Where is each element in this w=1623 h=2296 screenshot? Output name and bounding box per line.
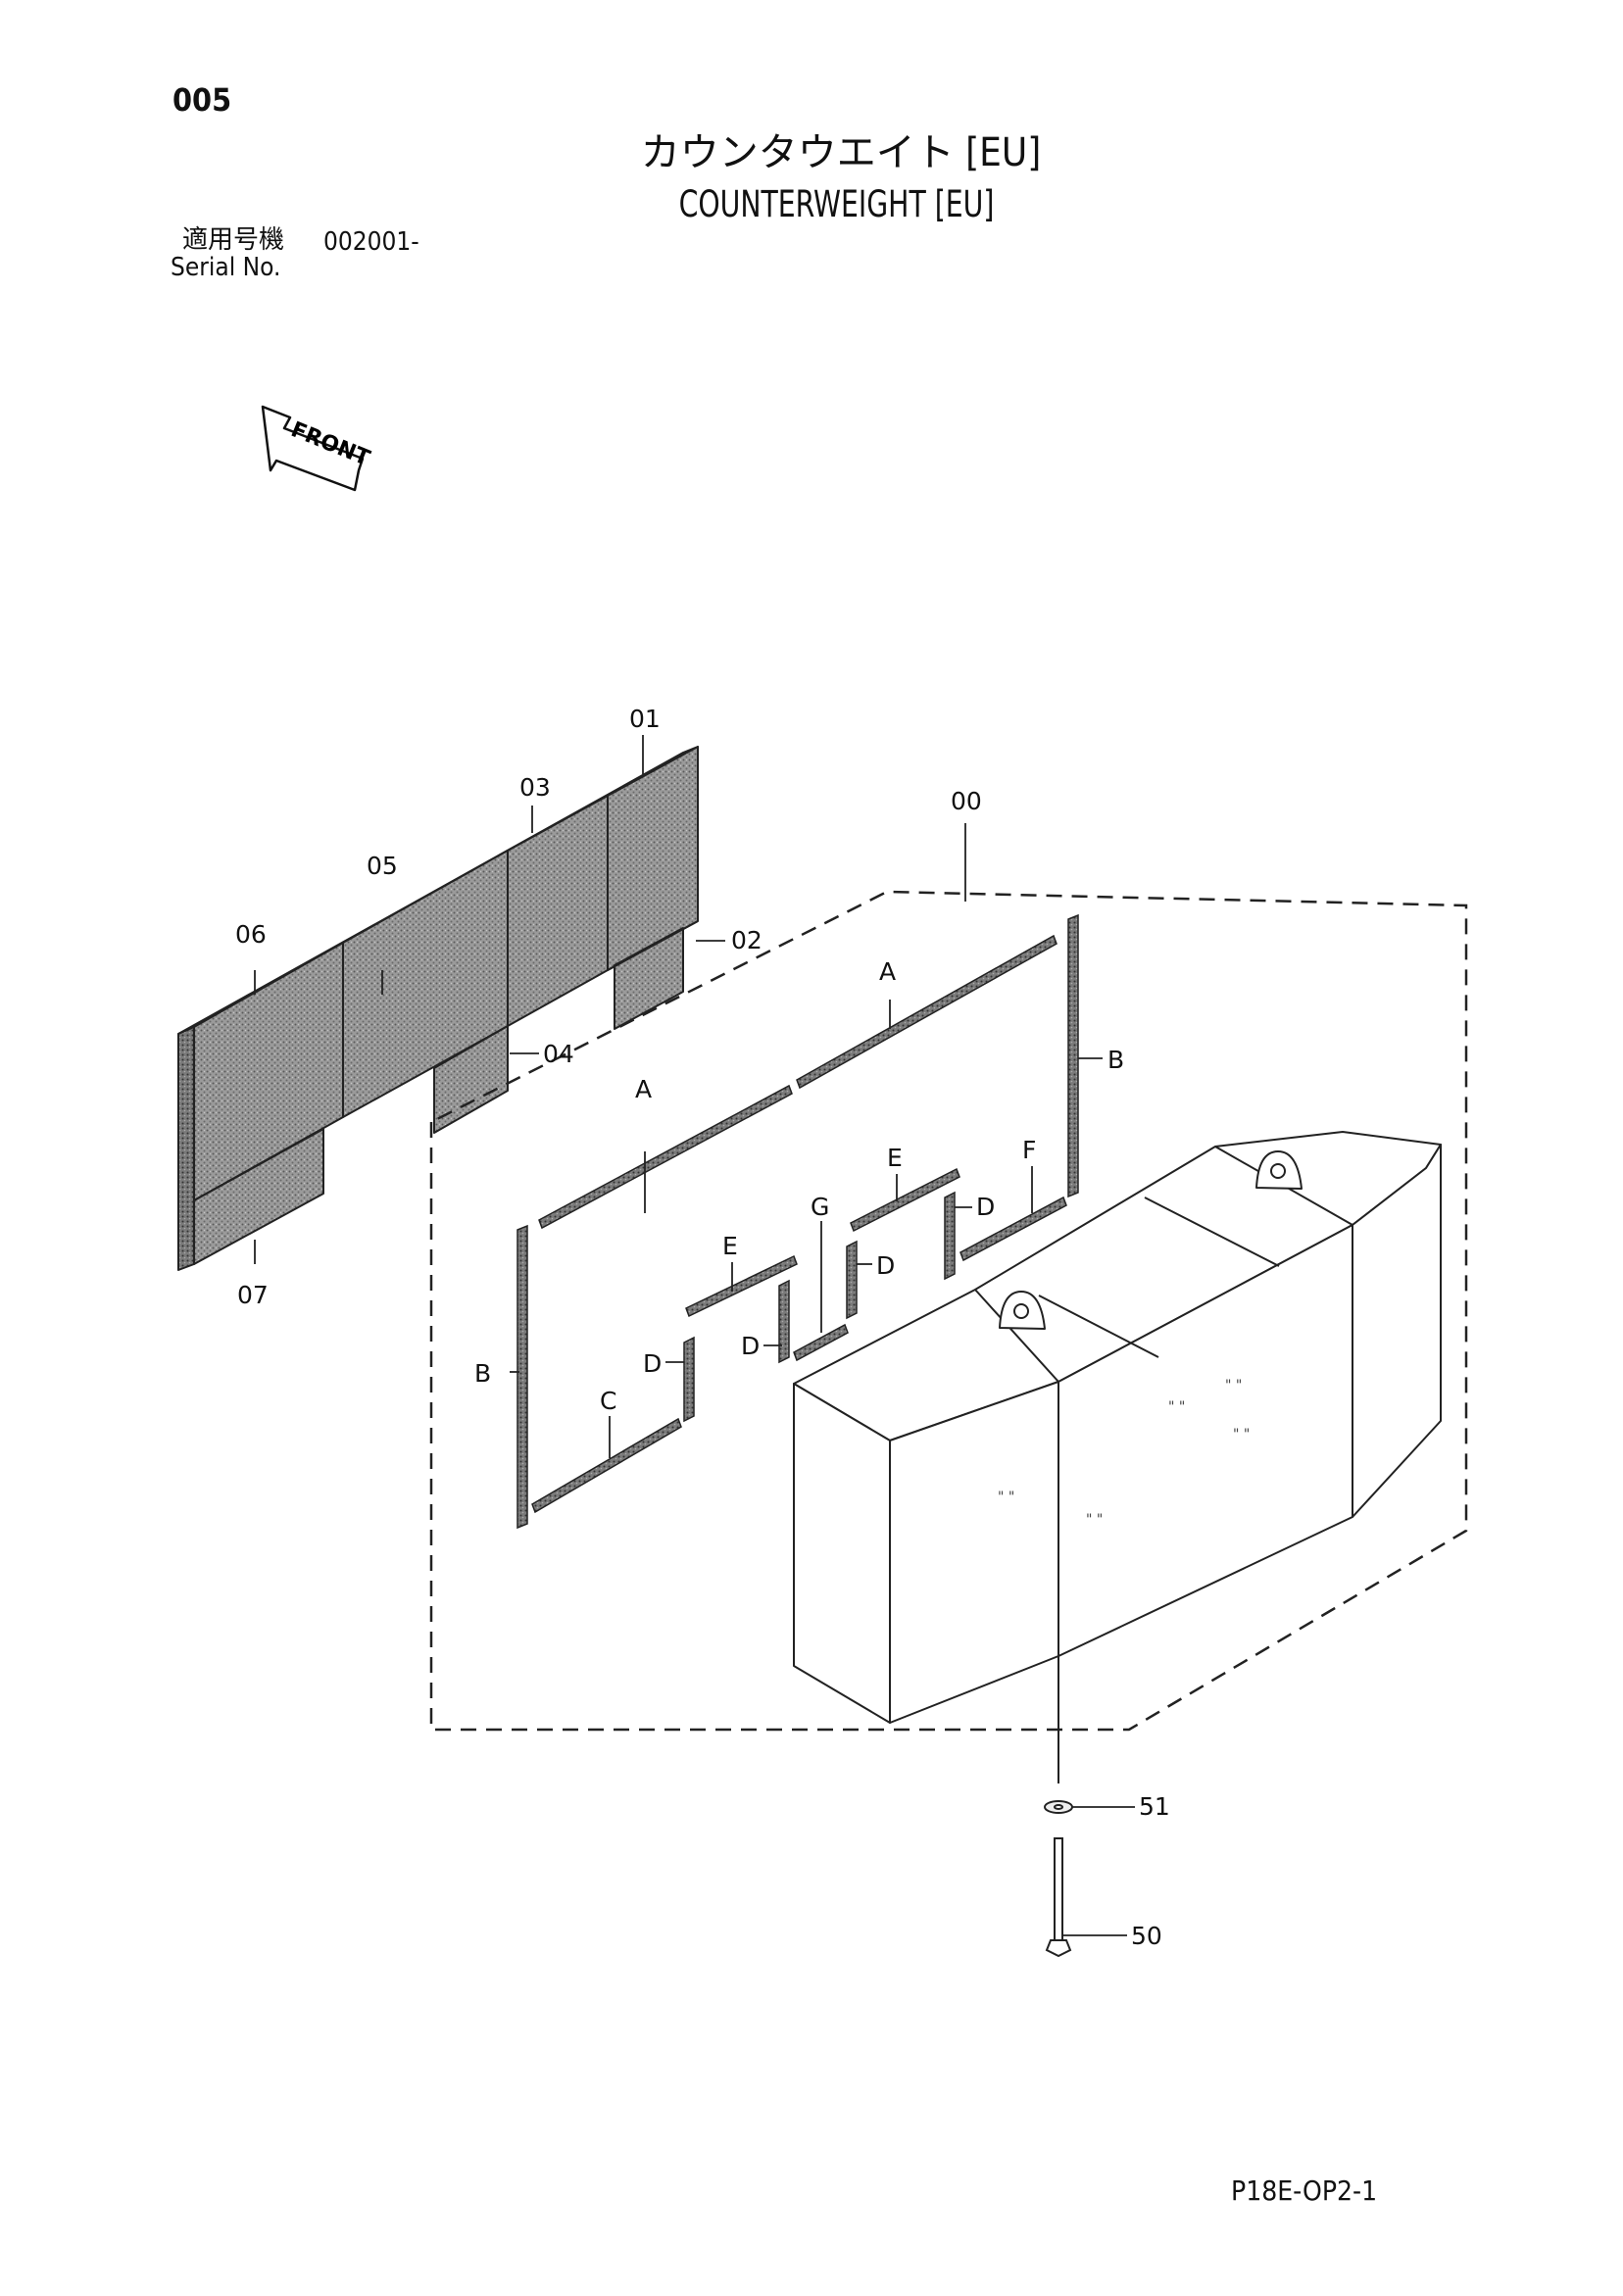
strip-d3 — [846, 1240, 858, 1320]
callout-00: 00 — [951, 787, 982, 815]
svg-text:" ": " " — [1086, 1512, 1103, 1528]
callout-a-lower: A — [635, 1075, 652, 1103]
kit-boundary — [429, 890, 1468, 1732]
page-title-japanese: カウンタウエイト [EU] — [640, 130, 1042, 175]
callout-e-upper: E — [887, 1144, 903, 1172]
callout-labels: 01 03 05 06 02 04 07 00 A A B B C D D D … — [235, 705, 1170, 1950]
page-code: P18E-OP2-1 — [1231, 2174, 1378, 2207]
callout-06: 06 — [235, 920, 267, 949]
callout-f: F — [1022, 1136, 1036, 1164]
serial-label-english: Serial No. — [171, 253, 281, 282]
callout-05: 05 — [367, 852, 398, 880]
weight-plates — [177, 746, 699, 1271]
strip-b-right — [1067, 913, 1079, 1198]
callout-c: C — [600, 1387, 616, 1415]
callout-d3: D — [876, 1251, 895, 1280]
page-number: 005 — [172, 81, 232, 119]
callout-04: 04 — [543, 1040, 574, 1068]
strip-g — [793, 1323, 849, 1362]
callout-a-upper: A — [879, 957, 896, 986]
strip-c — [531, 1417, 682, 1514]
svg-text:" ": " " — [1225, 1378, 1242, 1393]
callout-e-lower: E — [722, 1232, 738, 1260]
serial-label-japanese: 適用号機 — [182, 225, 285, 255]
serial-value: 002001- — [323, 227, 419, 257]
leader-lines — [254, 735, 1135, 1936]
callout-d1: D — [643, 1349, 662, 1378]
seal-strips — [516, 913, 1079, 1530]
callout-d4: D — [976, 1193, 995, 1221]
strip-a-upper — [796, 934, 1057, 1090]
strip-e-upper — [850, 1167, 960, 1233]
callout-01: 01 — [629, 705, 661, 733]
strip-d1 — [683, 1336, 695, 1423]
strip-a-lower — [538, 1084, 793, 1230]
callout-50: 50 — [1131, 1922, 1162, 1950]
strip-d2 — [778, 1279, 790, 1364]
callout-03: 03 — [519, 773, 551, 802]
page-title-english: COUNTERWEIGHT [EU] — [678, 183, 995, 225]
callout-b-left: B — [474, 1359, 491, 1388]
strip-f — [959, 1196, 1067, 1262]
bolt-and-washer — [1044, 1656, 1073, 1958]
callout-b-right: B — [1107, 1046, 1124, 1074]
svg-text:" ": " " — [1233, 1427, 1250, 1442]
svg-text:" ": " " — [1168, 1399, 1185, 1415]
strip-b-left — [516, 1224, 528, 1530]
callout-g: G — [811, 1193, 829, 1221]
callout-51: 51 — [1139, 1792, 1170, 1821]
callout-07: 07 — [237, 1281, 269, 1309]
front-arrow-icon: FRONT — [261, 405, 373, 492]
svg-text:" ": " " — [998, 1490, 1014, 1505]
strip-d4 — [944, 1191, 956, 1281]
counterweight-body — [793, 1131, 1442, 1724]
surface-marks: " " " " " " " " " " — [998, 1378, 1250, 1528]
callout-d2: D — [741, 1332, 760, 1360]
callout-02: 02 — [731, 926, 762, 954]
strip-e-lower — [685, 1254, 798, 1318]
